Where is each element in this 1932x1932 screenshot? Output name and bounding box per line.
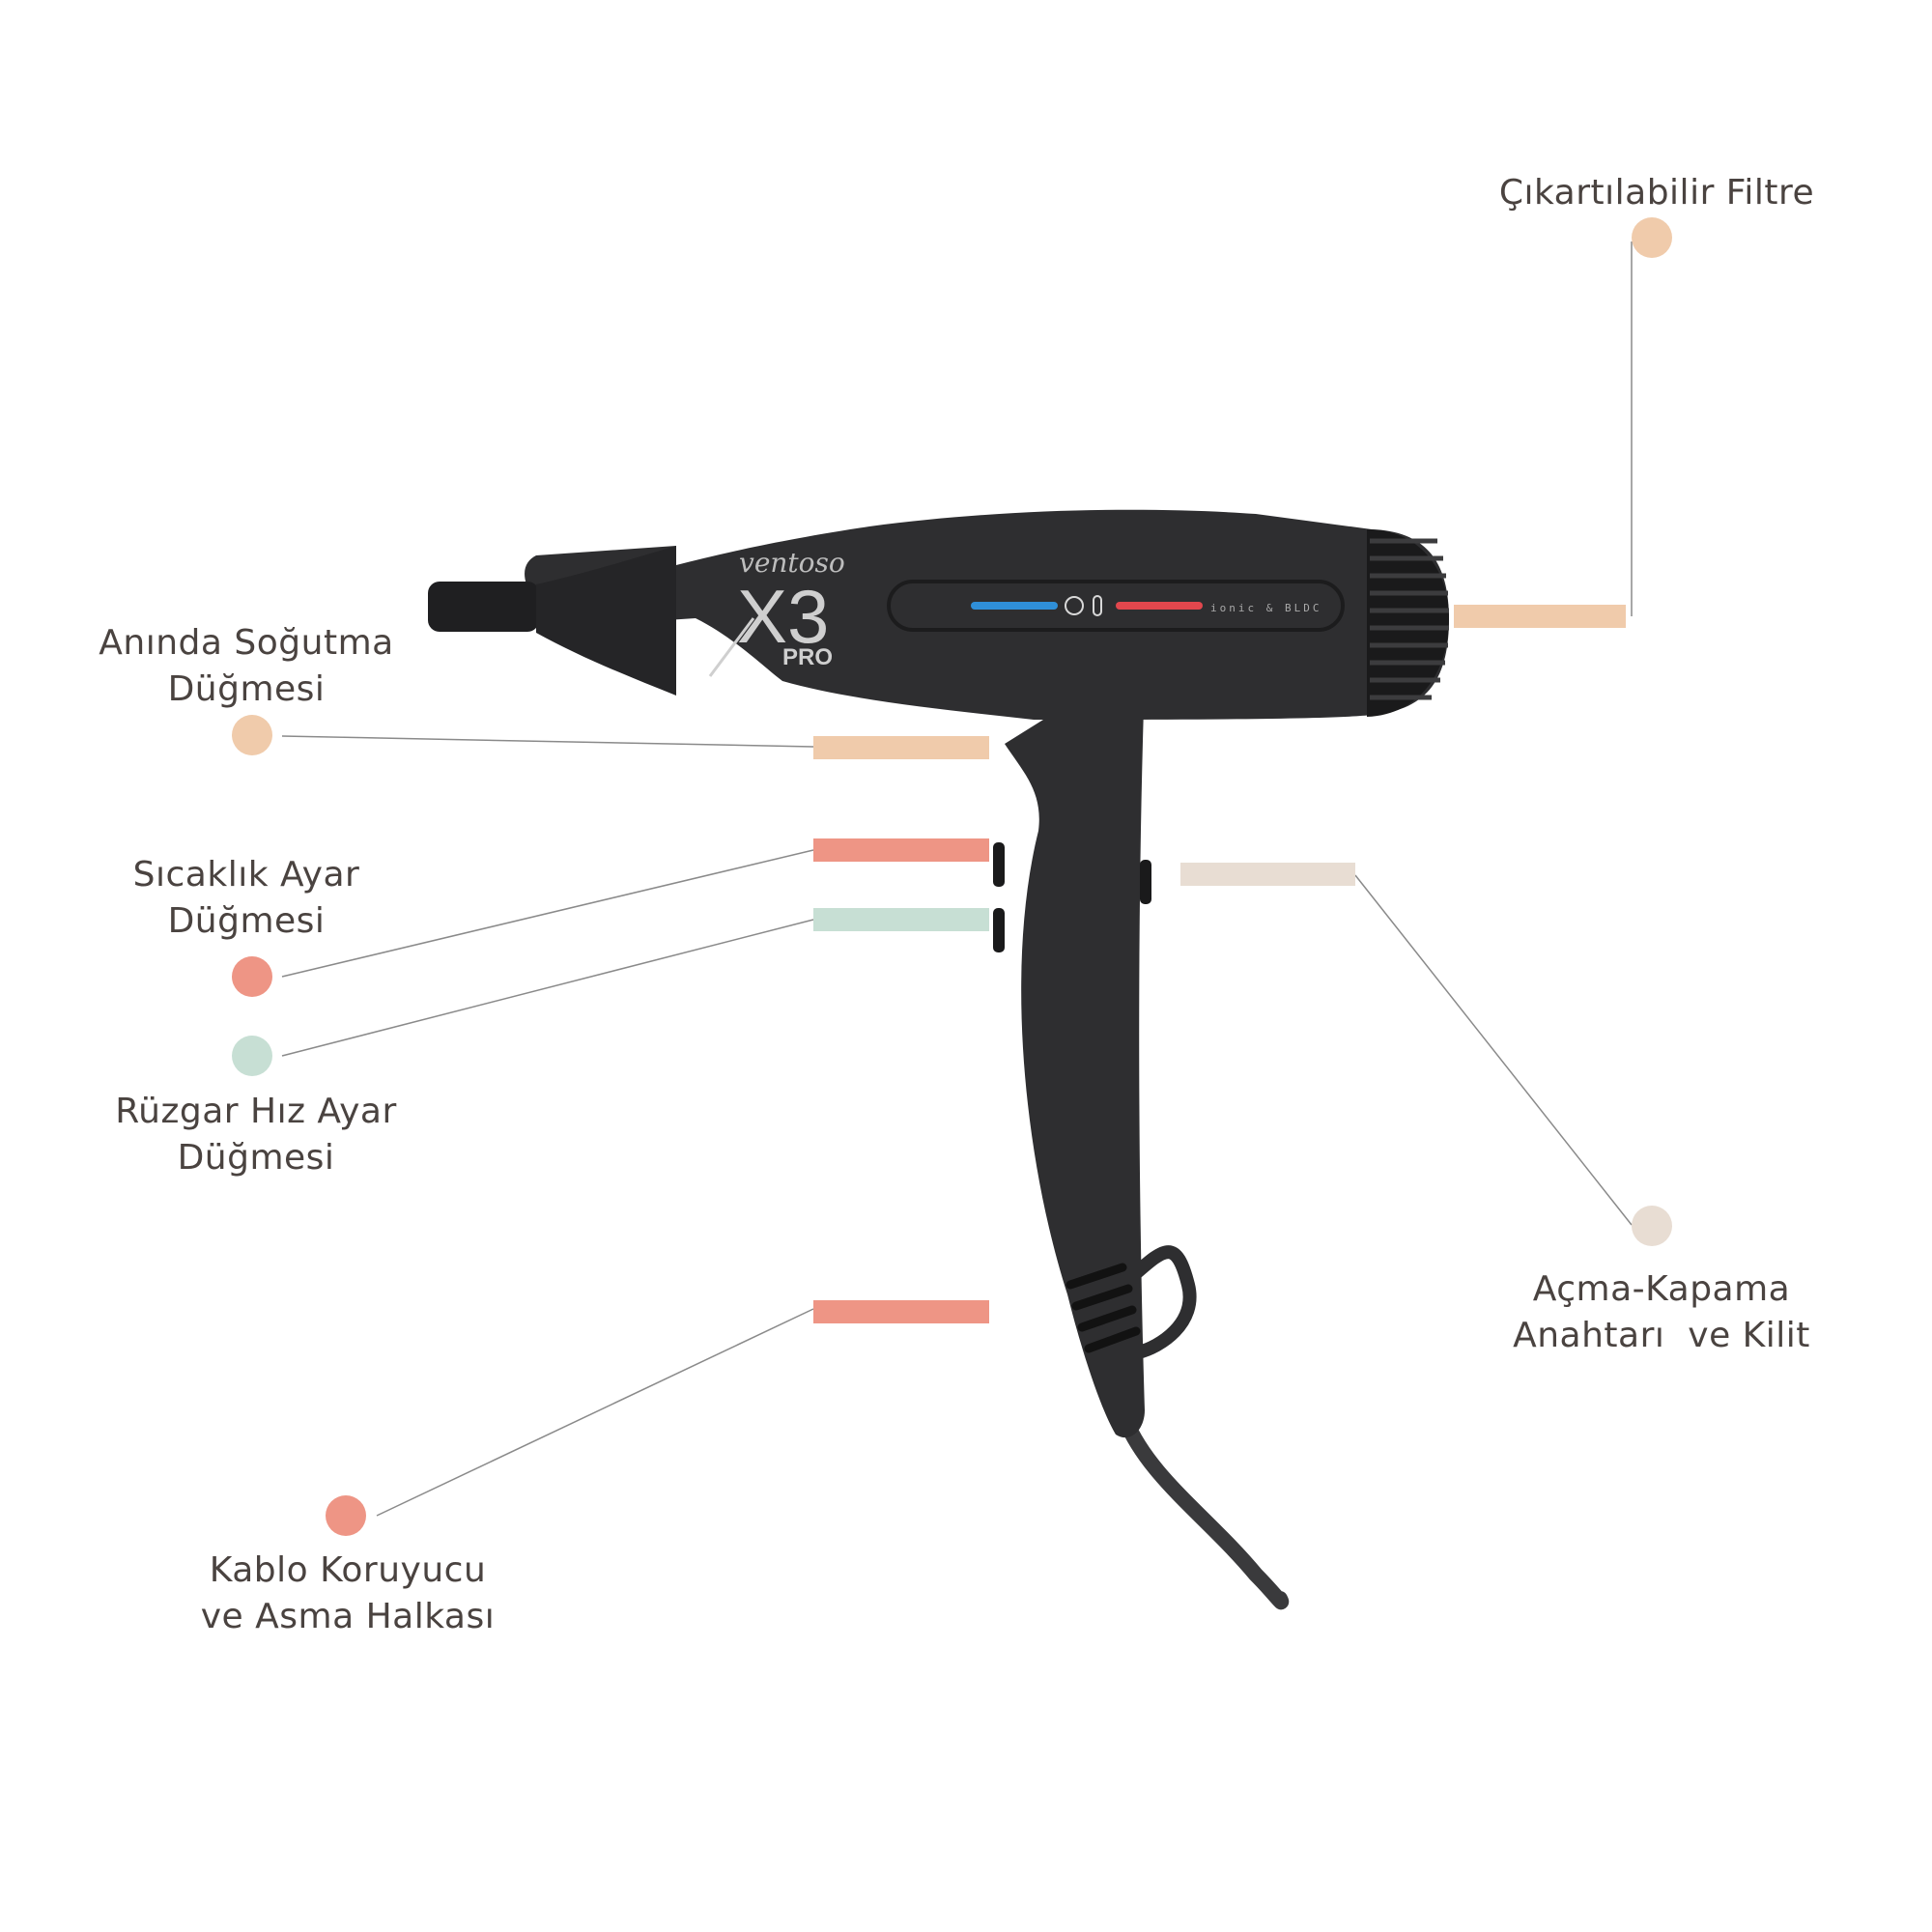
ionic-icon [1065,596,1084,615]
cool-indicator-bar [971,602,1058,610]
power-cord [1118,1412,1290,1610]
cable-guard-label-line-2: ve Asma Halkası [200,1597,496,1636]
rear-filter [1367,529,1449,717]
nozzle [428,582,539,632]
temp-button-label-line-2: Düğmesi [167,901,326,941]
feature-badge: ionic & BLDC [1210,602,1321,614]
filter-marker-bar [1454,605,1626,628]
speed-button-label-line-2: Düğmesi [177,1138,335,1178]
power-switch [1140,860,1151,904]
brand-name: ventoso [739,547,845,579]
temp-button-label-line-1: Sıcaklık Ayar [132,855,360,895]
model-name: X3 [737,574,829,659]
hanging-loop-icon [1104,1245,1197,1359]
cool-button-label-line-1: Anında Soğutma [99,623,394,663]
leader-line-temp [281,849,814,978]
filter-label: Çıkartılabilir Filtre [1449,170,1864,216]
heat-indicator-bar [1116,602,1203,610]
leader-lines [281,242,1633,1517]
handle-vents [1065,1263,1141,1353]
filter-label-line-1: Çıkartılabilir Filtre [1498,173,1815,213]
power-switch-label-line-1: Açma-Kapama [1532,1269,1791,1309]
power-switch-label-line-2: Anahtarı ve Kilit [1513,1316,1810,1355]
cool-shot-button [993,842,1005,887]
power-switch-label: Açma-Kapama Anahtarı ve Kilit [1468,1266,1855,1359]
model-slash [708,617,755,677]
cable-dot [326,1495,366,1536]
cool-marker-bar [813,736,989,759]
dryer-handle [1005,676,1145,1438]
speed-button-label: Rüzgar Hız Ayar Düğmesi [58,1089,454,1181]
leader-line-power [1354,874,1633,1226]
speed-dot [232,1036,272,1076]
speed-button-label-line-1: Rüzgar Hız Ayar [115,1092,397,1131]
cable-guard-label-line-1: Kablo Koruyucu [209,1550,487,1590]
cool-dot [232,715,272,755]
thermometer-icon [1093,595,1102,616]
temp-button-label: Sıcaklık Ayar Düğmesi [58,852,435,945]
power-marker-bar [1180,863,1355,886]
power-dot [1632,1206,1672,1246]
leader-line-cool [281,735,814,748]
temp-marker-bar [813,838,989,862]
speed-button [993,908,1005,952]
filter-dot [1632,217,1672,258]
cable-guard-label: Kablo Koruyucu ve Asma Halkası [155,1548,541,1640]
indicator-panel [887,580,1345,632]
leader-line-speed [281,919,814,1057]
dryer-body [525,509,1449,720]
model-edition: PRO [782,644,833,670]
cable-marker-bar [813,1300,989,1323]
cool-button-label: Anında Soğutma Düğmesi [58,620,435,713]
cool-button-label-line-2: Düğmesi [167,669,326,709]
leader-line-cable [376,1308,814,1517]
temp-dot [232,956,272,997]
speed-marker-bar [813,908,989,931]
